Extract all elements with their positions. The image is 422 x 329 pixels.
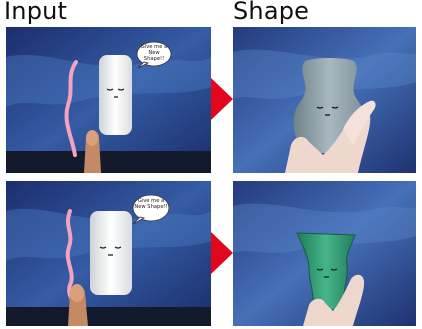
input-panel-bottom: Give me a New Shape!! bbox=[6, 181, 211, 326]
shape-heading: Shape bbox=[233, 0, 309, 24]
arrow-right-icon bbox=[211, 78, 233, 120]
input-heading: Input bbox=[4, 0, 67, 24]
shape-panel-bottom bbox=[233, 181, 416, 326]
shape-panel-top bbox=[233, 27, 416, 173]
paper-cylinder bbox=[90, 211, 132, 295]
arrow-right-icon bbox=[211, 232, 233, 274]
input-panel-top: Give me a New Shape!! bbox=[6, 27, 211, 173]
speech-bubble-text: Give me a New Shape!! bbox=[138, 44, 170, 62]
paper-cylinder bbox=[99, 55, 132, 135]
speech-bubble-text: Give me a New Shape!! bbox=[134, 198, 168, 210]
